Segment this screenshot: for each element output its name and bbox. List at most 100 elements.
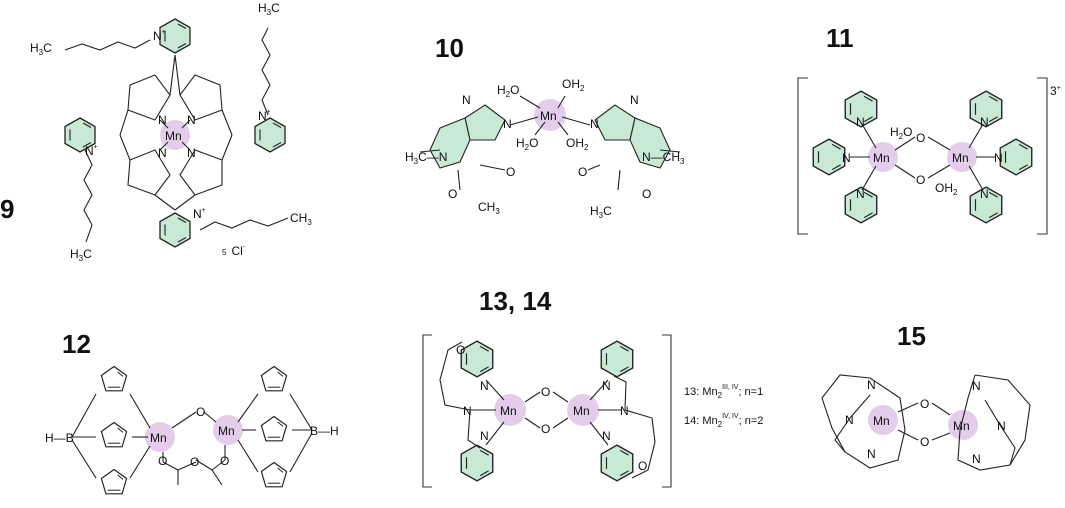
compound-12-boron-2: B—H	[310, 424, 339, 438]
compound-12-pyrazole-1	[100, 365, 128, 392]
compound-9-metal: Mn	[165, 129, 182, 143]
compound-10-methyl-2: N—CH3	[642, 150, 685, 166]
compound-10-coordination-bonds	[509, 95, 591, 136]
compound-13-14-n-py-2: N	[480, 429, 489, 443]
compound-12-pyrazole-3	[100, 468, 128, 495]
compound-15-n-5: N	[997, 419, 1006, 433]
compound-11-number: 11	[826, 23, 854, 53]
compound-12-o-3: O	[190, 455, 199, 469]
compound-13-14-pyridine-4	[600, 444, 634, 482]
compound-13-14-o-2: O	[541, 422, 550, 436]
compound-10-water-4: OH2	[566, 136, 589, 152]
compound-11-o-1: O	[916, 131, 925, 145]
compound-11: 11 3+ Mn Mn O O H2O OH2 N N N N N N	[797, 23, 1061, 235]
compound-13-14-right-bracket	[662, 334, 672, 488]
compound-10-water-3: H2O	[516, 136, 538, 152]
compound-11-bridge	[850, 123, 995, 191]
compound-11-charge: 3+	[1050, 84, 1061, 98]
compound-10-methyl-3: CH3	[478, 200, 500, 216]
compound-9-number: 9	[0, 194, 14, 224]
compound-9-methyl-4: CH3	[290, 211, 312, 227]
compound-12: 12 Mn Mn H—B B—H O O O O	[45, 329, 339, 495]
compound-13-14-o-4: O	[638, 459, 647, 473]
compound-10-water-2: OH2	[562, 77, 585, 93]
compound-15-o-1: O	[920, 397, 929, 411]
compound-12-o-1: O	[196, 405, 205, 419]
compound-9-pyridinium-top	[159, 18, 191, 54]
compound-9-n1: N	[158, 113, 167, 127]
compound-11-metal-1-glow	[868, 142, 898, 172]
compound-13-14: 13, 14 Mn Mn N N O O O O N N N N	[422, 286, 763, 488]
porphyrin-core	[119, 54, 233, 211]
compound-10-water-1: H2O	[497, 83, 519, 99]
compound-13-14-pyridine-2	[460, 444, 494, 482]
compound-9-nplus-right: N+	[258, 109, 271, 123]
compound-10-methyl-4: H3C	[590, 204, 612, 220]
compound-11-left-bracket	[797, 77, 808, 235]
compound-15-n-6: N	[972, 452, 981, 466]
compound-9-nplus-left: N+	[85, 144, 98, 158]
compound-13-14-o-3: O	[456, 343, 465, 357]
compound-13-14-n-amine-2: N	[620, 404, 629, 418]
compound-15-metal-1: Mn	[873, 414, 890, 428]
compound-9-nplus-bottom: N+	[193, 207, 206, 221]
compound-15: 15 Mn Mn N N N N N N O O	[821, 321, 1031, 471]
compound-13-14-metal-2-glow	[567, 394, 599, 426]
compound-11-right-bracket	[1037, 77, 1048, 235]
compound-12-pyrazole-5	[260, 415, 288, 442]
compound-13-14-number: 13, 14	[479, 286, 552, 316]
compound-9-pyridinium-right	[254, 117, 286, 153]
compound-11-metal-2-glow	[947, 142, 977, 172]
compound-10-n-left-2: N	[462, 93, 471, 107]
compound-15-n-4: N	[972, 379, 981, 393]
compound-15-metal-1-glow	[868, 405, 898, 435]
compound-10-caffeine-left	[419, 104, 506, 191]
compound-11-n-2: N	[842, 151, 851, 165]
compound-12-pyrazole-6	[260, 461, 288, 488]
compound-10-o-right-2: O	[642, 187, 651, 201]
compound-13-14-legend-14: 14: Mn2IV, IV; n=2	[684, 413, 763, 429]
compound-12-metal-1-glow	[145, 422, 175, 452]
compound-9-n2: N	[187, 113, 196, 127]
compound-11-n-5: N	[994, 151, 1003, 165]
compound-12-bonds	[71, 393, 313, 486]
compound-12-pyrazole-4	[260, 365, 288, 392]
compound-9-nplus-top: N+	[153, 29, 166, 43]
compound-13-14-metal-1: Mn	[500, 404, 517, 418]
compound-10-caffeine-right	[587, 104, 681, 191]
compound-11-n-1: N	[856, 115, 865, 129]
compound-13-14-pyridine-1	[460, 340, 494, 378]
compound-15-tacn-rings	[821, 374, 1031, 471]
compound-10-methyl-1: H3C—N	[405, 150, 447, 166]
compound-9-methyl-1: H3C	[30, 41, 52, 57]
compound-13-14-bonds	[439, 341, 656, 479]
compound-13-14-n-py-3: N	[602, 379, 611, 393]
compound-10: 10 Mn H2O OH2 H2O OH2 N N N N H3C—	[405, 33, 685, 220]
compound-13-14-metal-2: Mn	[573, 404, 590, 418]
compound-15-n-2: N	[845, 413, 854, 427]
compound-11-pyridine-5	[999, 138, 1033, 176]
compound-12-pyrazole-2	[100, 421, 128, 448]
compound-10-o-left: O	[506, 165, 515, 179]
compound-15-n-3: N	[867, 447, 876, 461]
compound-11-water-1: H2O	[890, 125, 912, 141]
compound-9: 9 Mn N N N N H3C	[0, 1, 312, 263]
compound-13-14-n-py-1: N	[480, 379, 489, 393]
compound-9-pyridinium-bottom	[159, 212, 191, 248]
compound-13-14-metal-1-glow	[494, 394, 526, 426]
compound-13-14-o-1: O	[541, 385, 550, 399]
compound-10-o-left-2: O	[448, 187, 457, 201]
compound-11-n-6: N	[980, 187, 989, 201]
compound-10-n-right: N	[590, 117, 599, 131]
compound-12-o-4: O	[220, 454, 229, 468]
compound-11-water-2: OH2	[935, 181, 958, 197]
compound-13-14-n-amine-1: N	[463, 404, 472, 418]
compound-15-number: 15	[897, 321, 926, 351]
compound-11-o-2: O	[916, 173, 925, 187]
compound-9-methyl-3: H3C	[70, 247, 92, 263]
compound-13-14-legend-13: 13: Mn2III, IV; n=1	[684, 384, 763, 400]
compound-10-o-right: O	[578, 165, 587, 179]
compound-10-number: 10	[435, 33, 464, 63]
